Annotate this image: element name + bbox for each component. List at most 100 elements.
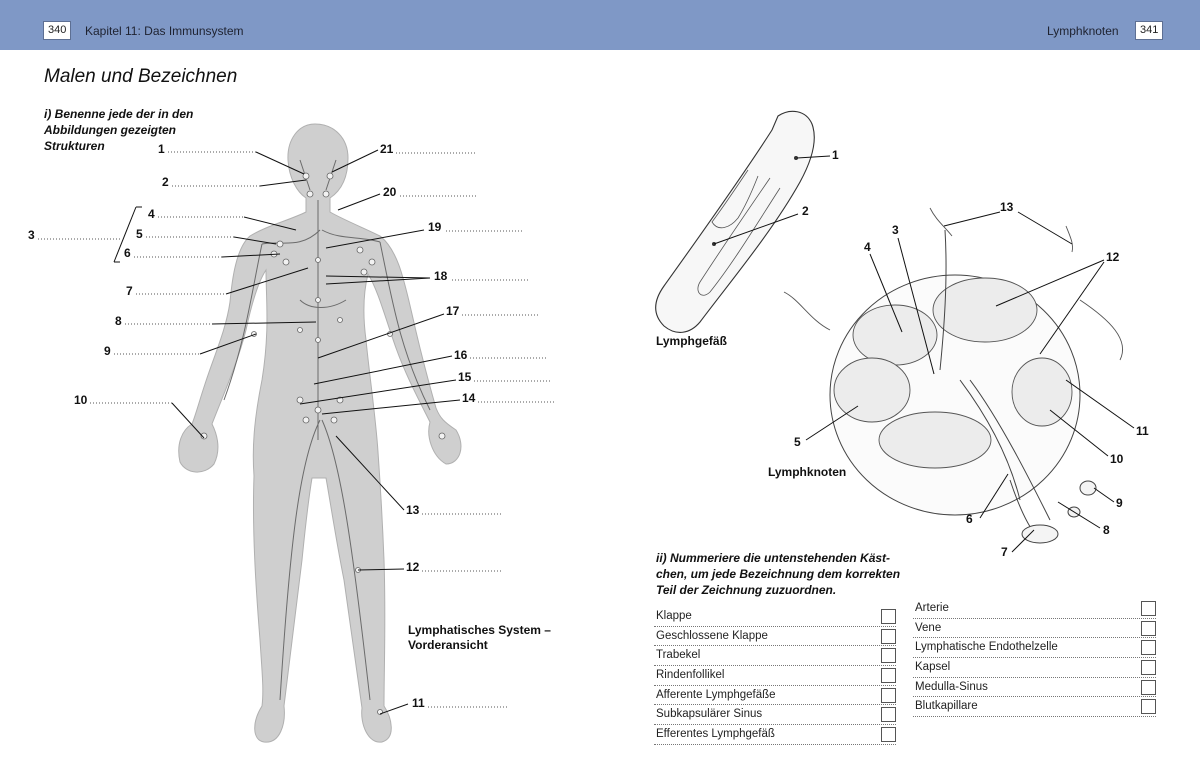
lymph-vessel-drawing: 1 2 [655, 110, 839, 333]
body-label: 10 [74, 393, 88, 407]
node-label: 9 [1116, 496, 1123, 510]
checklist-item: Trabekel [654, 646, 896, 667]
checkbox[interactable] [1141, 620, 1156, 636]
chapter-title: Kapitel 11: Das Immunsystem [85, 24, 244, 38]
node-label: 4 [864, 240, 871, 254]
lymph-node-drawing: 13 4 3 12 5 11 10 9 8 6 7 [783, 200, 1149, 559]
body-label: 11 [412, 696, 425, 710]
checkbox[interactable] [1141, 660, 1156, 676]
body-label: 18 [434, 269, 448, 283]
checklist-item: Geschlossene Klappe [654, 627, 896, 647]
checklist-right: Arterie Vene Lymphatische Endothelzelle … [913, 599, 1156, 718]
checklist-label: Klappe [656, 610, 692, 622]
instruction-1-line: Strukturen [44, 139, 105, 153]
body-label: 17 [446, 304, 460, 318]
instruction-2-line: Teil der Zeichnung zuzuordnen. [656, 583, 837, 597]
checkbox[interactable] [1141, 640, 1156, 656]
instruction-1: i) Benenne jede der in den Abbildungen g… [44, 106, 193, 154]
checklist-item: Blutkapillare [913, 697, 1156, 718]
body-label: 19 [428, 220, 442, 234]
instruction-2-line: chen, um jede Bezeichnung dem korrekten [656, 567, 901, 581]
body-labels-right: 21 20 19 18 17 16 15 14 13 12 11 [299, 142, 556, 715]
checklist-label: Blutkapillare [915, 700, 978, 713]
body-label: 1 [158, 142, 165, 156]
checklist-left: Klappe Geschlossene Klappe Trabekel Rind… [654, 607, 896, 745]
node-label: 11 [1136, 424, 1149, 438]
lymph-nodes [200, 172, 446, 715]
body-label: 6 [124, 246, 131, 260]
body-label: 7 [126, 284, 133, 298]
body-label: 4 [148, 207, 155, 221]
node-label: 7 [1001, 545, 1008, 559]
caption-vessel: Lymphgefäß [656, 334, 727, 348]
checkbox[interactable] [881, 727, 896, 743]
checklist-item: Vene [913, 619, 1156, 639]
checklist-item: Kapsel [913, 658, 1156, 678]
checklist-label: Geschlossene Klappe [656, 629, 768, 642]
body-label: 8 [115, 314, 122, 328]
checklist-label: Vene [915, 621, 942, 634]
checkbox[interactable] [1141, 601, 1156, 616]
vessel-label: 2 [802, 204, 809, 218]
body-label: 15 [458, 370, 472, 384]
checklist-item: Efferentes Lymphgefäß [654, 725, 896, 745]
checklist-label: Arterie [915, 602, 949, 614]
lymph-vessels [223, 159, 431, 701]
checkbox[interactable] [881, 668, 896, 684]
checkbox[interactable] [881, 648, 896, 664]
node-label: 8 [1103, 523, 1110, 537]
body-label: 3 [28, 228, 35, 242]
checklist-item: Rindenfollikel [654, 666, 896, 686]
body-label: 12 [406, 560, 420, 574]
checkbox[interactable] [1141, 679, 1156, 695]
instruction-1-line: i) Benenne jede der in den [44, 107, 194, 121]
node-label: 5 [794, 435, 801, 449]
instruction-2: ii) Nummeriere die untenstehenden Käst- … [656, 550, 900, 598]
checklist-item: Medulla-Sinus [913, 678, 1156, 698]
body-label: 9 [104, 344, 111, 358]
body-label: 5 [136, 227, 143, 241]
node-label: 13 [1000, 200, 1014, 214]
body-label: 20 [383, 185, 397, 199]
checklist-label: Subkapsulärer Sinus [656, 708, 763, 721]
body-labels-left: 1 2 3 4 5 6 7 8 9 10 [28, 142, 317, 439]
body-silhouette [178, 123, 462, 743]
checklist-label: Afferente Lymphgefäße [656, 688, 776, 701]
checklist-label: Kapsel [915, 661, 951, 674]
main-heading: Malen und Bezeichnen [44, 66, 238, 87]
right-page-number: 341 [1135, 21, 1164, 40]
checklist-item: Arterie [913, 599, 1156, 619]
checklist-label: Efferentes Lymphgefäß [656, 728, 775, 741]
body-label: 14 [462, 391, 476, 405]
body-label: 16 [454, 348, 468, 362]
checkbox[interactable] [881, 687, 896, 703]
body-label: 2 [162, 175, 169, 189]
caption-body-line: Lymphatisches System – [408, 623, 551, 637]
header-bar [0, 0, 1200, 50]
vessel-label: 1 [832, 148, 839, 162]
left-page-number: 340 [43, 21, 72, 40]
caption-body: Lymphatisches System – Vorderansicht [408, 623, 551, 653]
checklist-item: Klappe [654, 607, 896, 627]
instruction-1-line: Abbildungen gezeigten [44, 123, 176, 137]
checklist-label: Lymphatische Endothelzelle [915, 641, 1058, 654]
checklist-item: Subkapsulärer Sinus [654, 705, 896, 726]
checkbox[interactable] [881, 707, 896, 723]
checklist-item: Afferente Lymphgefäße [654, 686, 896, 706]
node-label: 3 [892, 223, 899, 237]
caption-body-line: Vorderansicht [408, 638, 488, 652]
instruction-2-line: ii) Nummeriere die untenstehenden Käst- [656, 551, 891, 565]
checklist-label: Rindenfollikel [656, 669, 725, 682]
checklist-label: Medulla-Sinus [915, 680, 988, 693]
body-label: 21 [380, 142, 394, 156]
checkbox[interactable] [1141, 699, 1156, 715]
checkbox[interactable] [881, 628, 896, 644]
node-label: 6 [966, 512, 973, 526]
node-label: 10 [1110, 452, 1124, 466]
section-title: Lymphknoten [1047, 24, 1119, 38]
checklist-label: Trabekel [656, 649, 701, 662]
body-label: 13 [406, 503, 420, 517]
checkbox[interactable] [881, 609, 896, 624]
node-label: 12 [1106, 250, 1120, 264]
